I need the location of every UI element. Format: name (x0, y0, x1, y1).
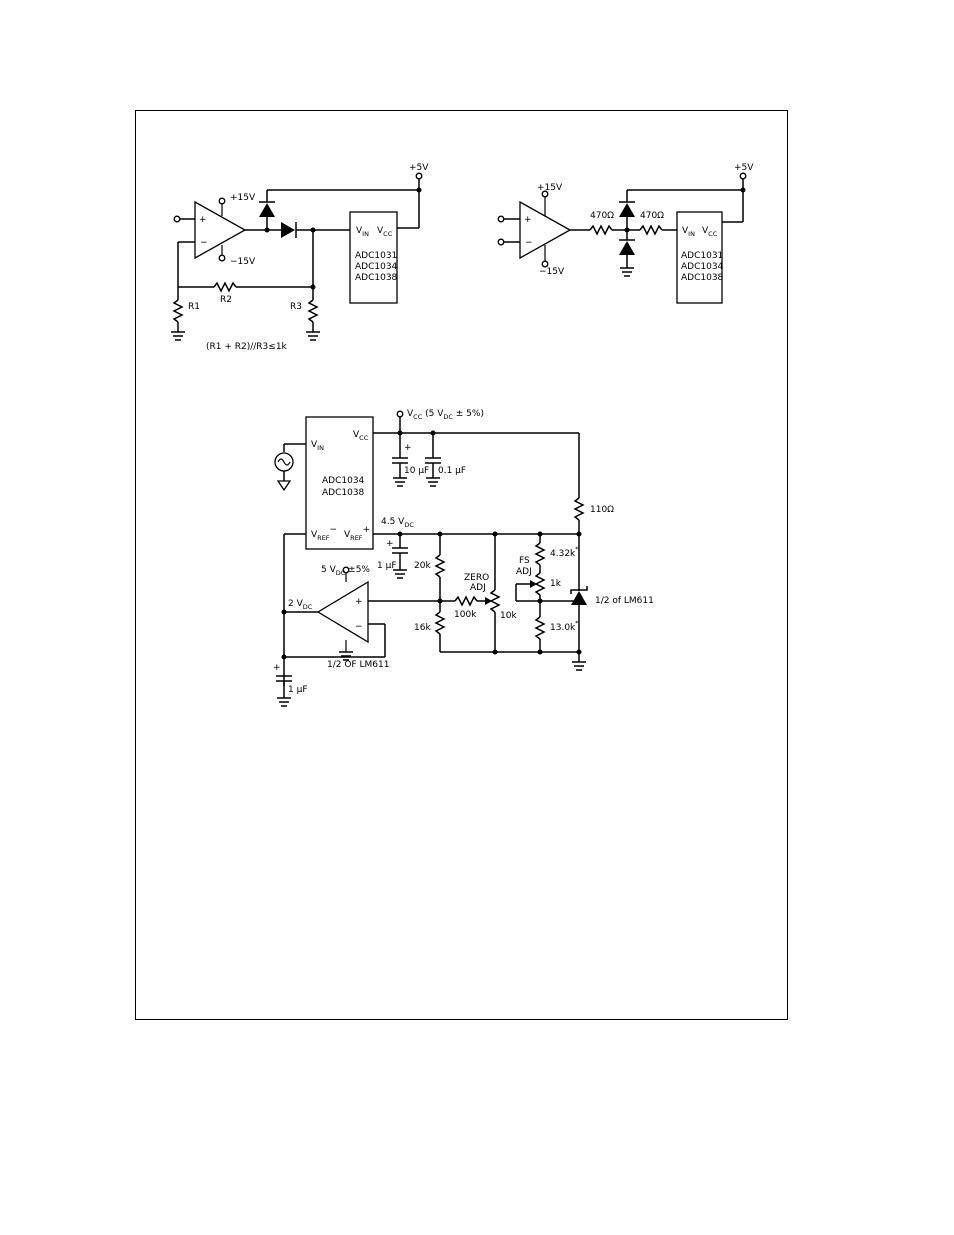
c1-vcc: VCC (377, 226, 393, 238)
c3-adc-chip (305, 416, 374, 550)
c2-part-1: ADC1031 (681, 251, 723, 261)
c2-part-3: ADC1038 (681, 273, 724, 283)
c3-v45-label: 4.5 VDC (381, 517, 414, 529)
c3-cap-1uf-top: 1 μF (377, 561, 397, 571)
c1-adc-chip (349, 211, 398, 304)
c3-ic-vin: VIN (311, 440, 324, 452)
op-amp-2-plus: + (524, 215, 532, 225)
c2-vin: VIN (682, 226, 695, 238)
c2-pos15-label: +15V (537, 183, 563, 193)
c1-r3-label: R3 (290, 302, 302, 312)
c3-cap-01uf: 0.1 μF (438, 466, 466, 476)
circuit-1: + − +15V −15V R2 R1 (171, 163, 429, 352)
c2-plus5-label: +5V (734, 163, 754, 173)
c3-r432k: 4.32k* (550, 545, 579, 559)
c1-part-2: ADC1034 (355, 262, 398, 272)
c2-res2-label: 470Ω (640, 211, 664, 221)
c1-plus5-label: +5V (409, 163, 429, 173)
op-amp-1-minus: − (200, 238, 208, 248)
c1-part-1: ADC1031 (355, 251, 397, 261)
c3-cap-1uf-bottom: 1 μF (288, 685, 308, 695)
circuit-3: VIN VCC ADC1034 ADC1038 VREF− VREF+ VCC … (273, 409, 654, 707)
c3-fs-adj-2: ADJ (516, 567, 532, 577)
c1-part-3: ADC1038 (355, 273, 398, 283)
c3-ic-part-1: ADC1034 (322, 476, 365, 486)
c3-r20k: 20k (414, 561, 431, 571)
c3-lm611-ref: 1/2 of LM611 (595, 596, 654, 606)
c3-r100k: 100k (454, 610, 477, 620)
c1-neg15-label: −15V (230, 257, 256, 267)
circuit-2: + − +15V −15V 470Ω 470Ω (497, 163, 754, 304)
c3-lm611-amp: 1/2 OF LM611 (327, 660, 389, 670)
op-amp-2-minus: − (525, 238, 533, 248)
c3-zero-adj-2: ADJ (470, 583, 486, 593)
c3-cap-plus-2: + (386, 539, 394, 549)
c3-r130k: 13.0k* (550, 619, 579, 633)
op-amp-3 (316, 580, 369, 644)
op-amp-3-minus: − (355, 622, 363, 632)
figure-frame (135, 110, 788, 1020)
c1-formula: (R1 + R2)//R3≤1k (206, 342, 288, 352)
c3-cap-plus-1: + (404, 443, 412, 453)
c3-r1k: 1k (550, 579, 562, 589)
c1-vin: VIN (356, 226, 369, 238)
c2-adc-chip (676, 211, 723, 304)
c2-part-2: ADC1034 (681, 262, 724, 272)
c2-neg15-label: −15V (539, 267, 565, 277)
c3-zero-adj-1: ZERO (464, 573, 489, 583)
c3-ic-vref-minus: VREF− (311, 525, 337, 542)
c3-cap-plus-3: + (273, 663, 281, 673)
c3-ic-vref-plus: VREF+ (344, 525, 370, 542)
c3-fs-adj-1: FS (519, 556, 530, 566)
c1-pos15-label: +15V (230, 193, 256, 203)
op-amp-1-plus: + (199, 215, 207, 225)
c3-r10k: 10k (500, 611, 517, 621)
c1-r1-label: R1 (188, 302, 200, 312)
c2-res1-label: 470Ω (590, 211, 614, 221)
c3-ic-part-2: ADC1038 (322, 488, 365, 498)
c3-cap-10uf: 10 μF (404, 466, 429, 476)
c1-r2-label: R2 (220, 295, 232, 305)
c3-vcc-label: VCC (5 VDC ± 5%) (407, 409, 484, 421)
c3-v2-label: 2 VDC (288, 599, 313, 611)
c3-r16k: 16k (414, 623, 431, 633)
c3-r110: 110Ω (590, 505, 614, 515)
op-amp-3-plus: + (355, 597, 363, 607)
op-amp-1 (194, 200, 247, 260)
c2-vcc: VCC (702, 226, 718, 238)
c3-v5-label: 5 VDC ±5% (321, 565, 370, 577)
c3-ic-vcc: VCC (353, 430, 369, 442)
